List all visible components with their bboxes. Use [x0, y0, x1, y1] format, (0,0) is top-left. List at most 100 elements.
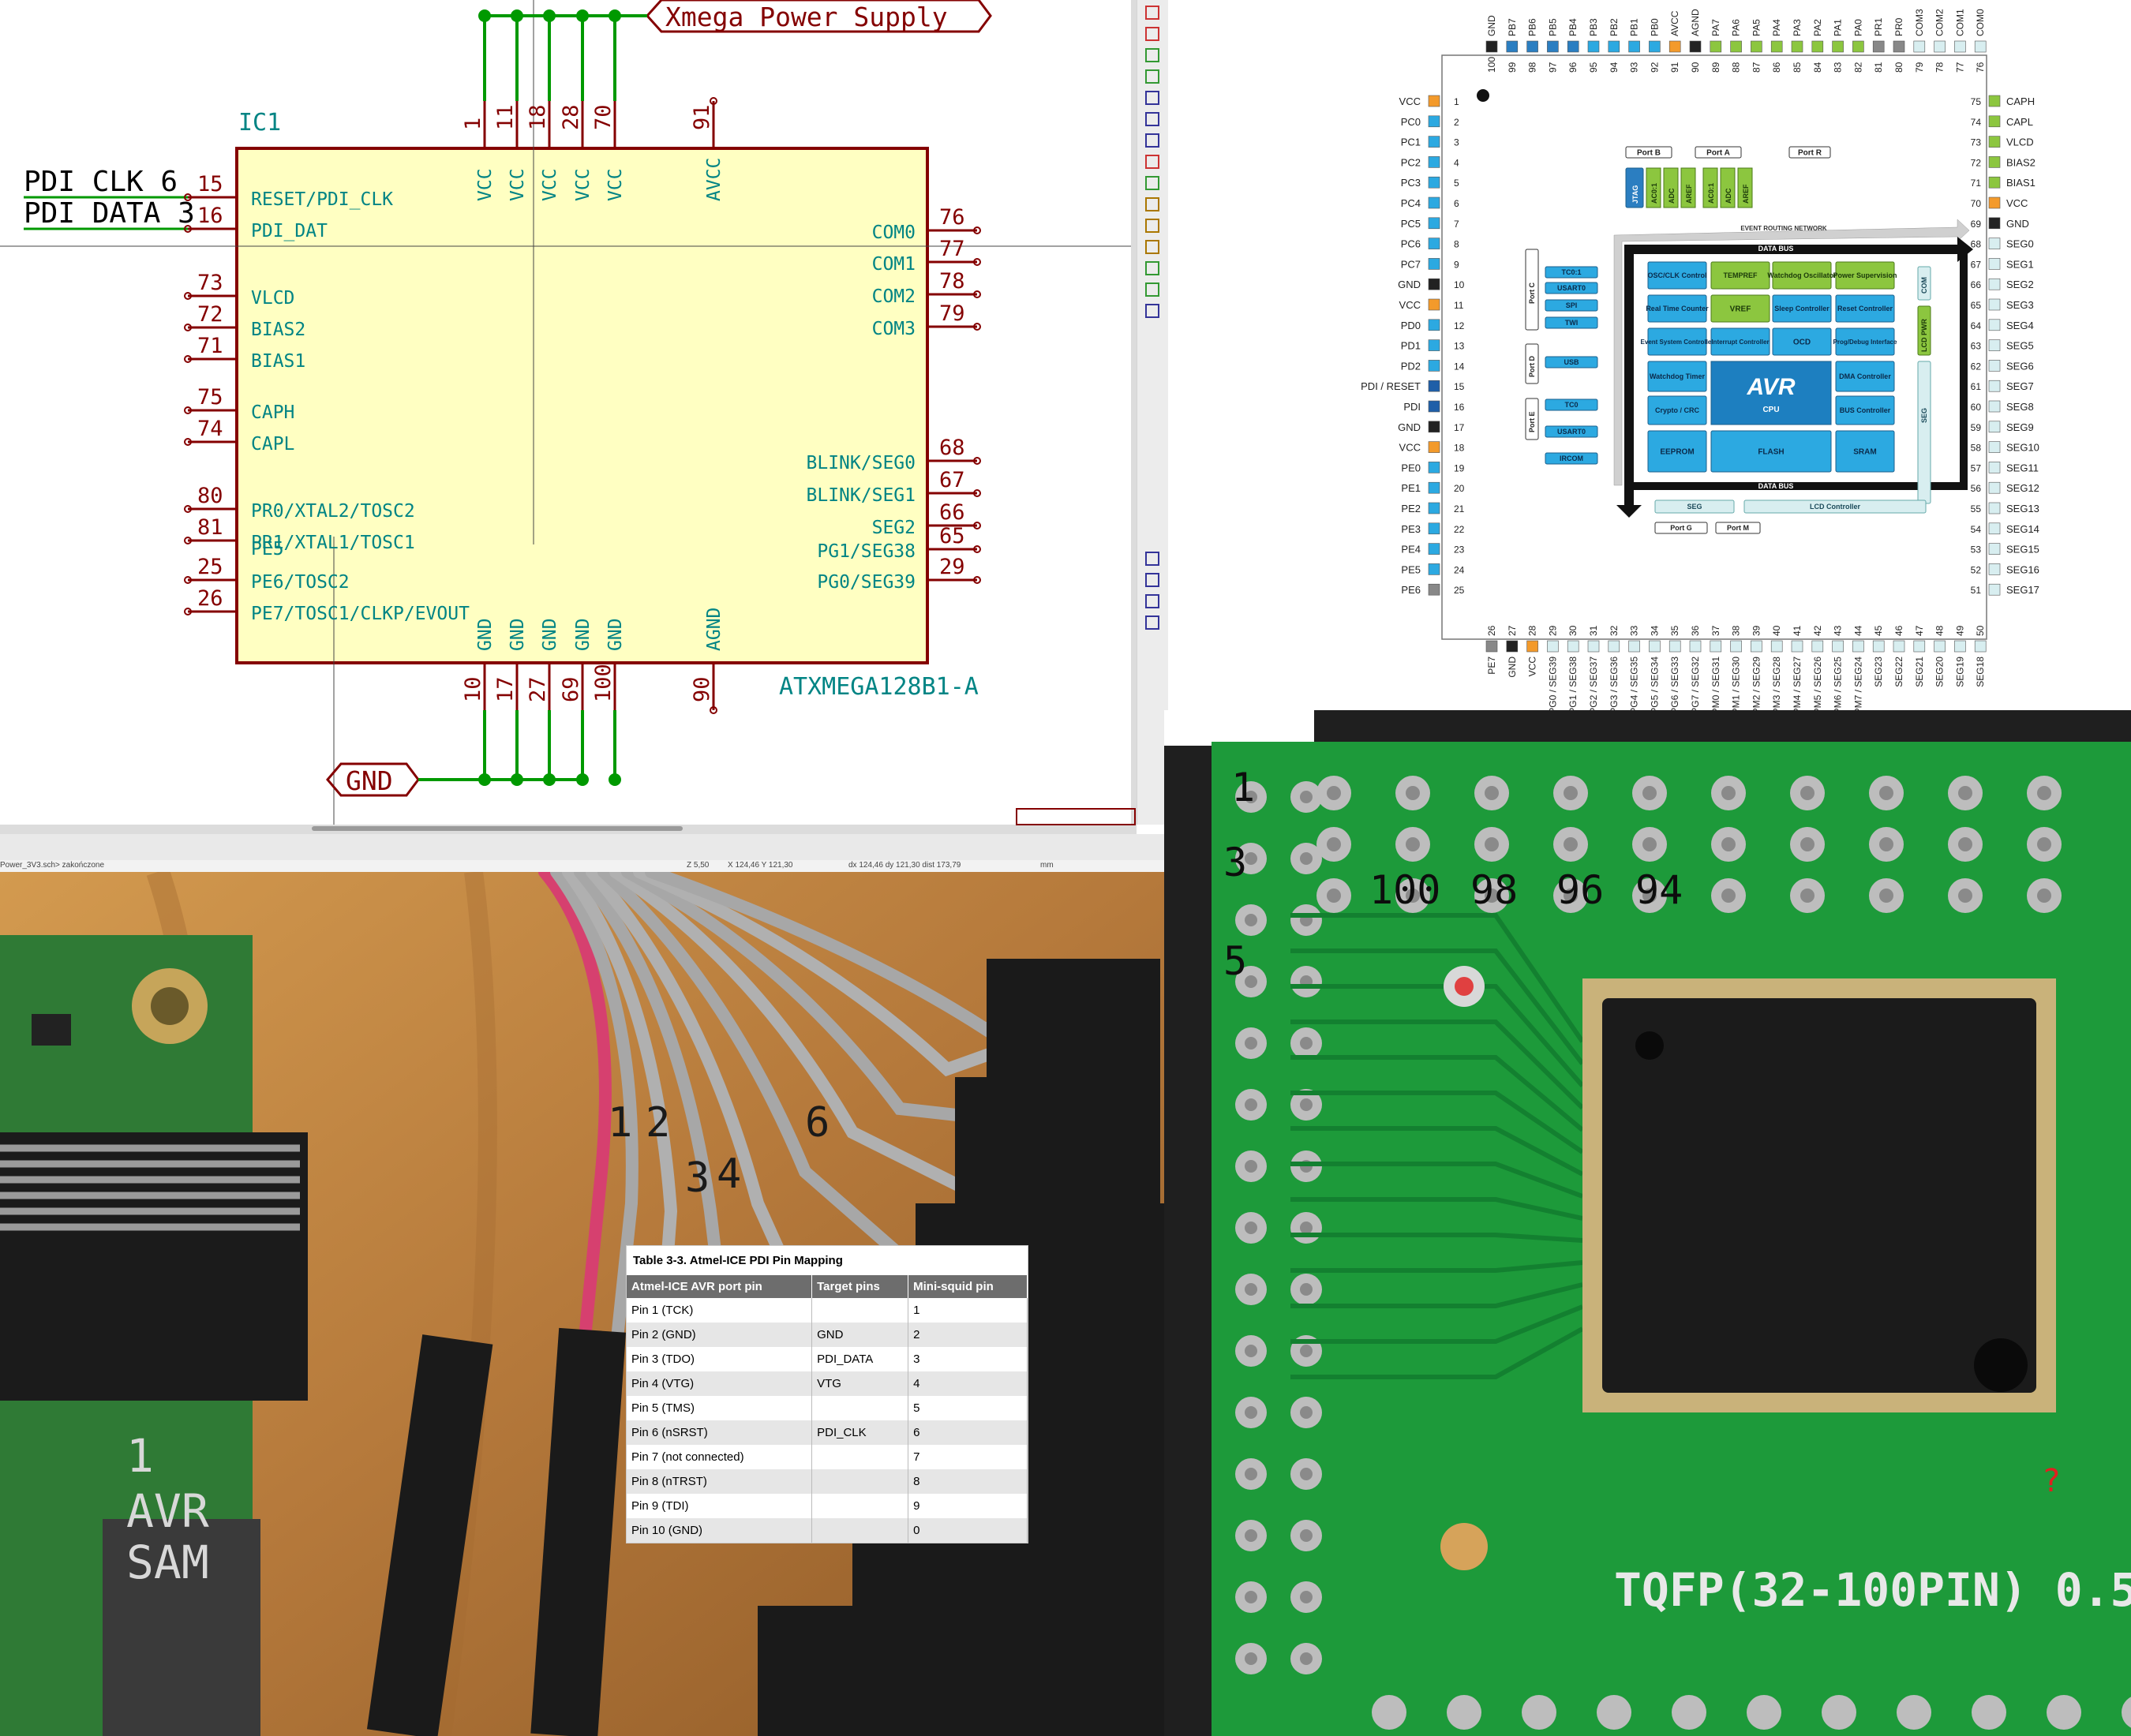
- pin-name[interactable]: VLCD: [251, 288, 294, 309]
- pin-number: 57: [1971, 462, 1982, 473]
- pin-name[interactable]: BIAS1: [251, 351, 305, 372]
- pin-number: 7: [1454, 219, 1459, 230]
- pin-number: 58: [1971, 443, 1982, 454]
- pin-name[interactable]: AGND: [704, 608, 725, 651]
- pin-name[interactable]: VCC: [573, 168, 594, 201]
- pin-pad: [1852, 40, 1864, 53]
- pin-name[interactable]: PE6/TOSC2: [251, 572, 350, 593]
- pin-label: PM4 / SEG27: [1792, 657, 1803, 710]
- pin-name[interactable]: PR1/XTAL1/TOSC1: [251, 533, 415, 553]
- pin-number: 17: [493, 676, 518, 702]
- table-cell: [811, 1396, 909, 1420]
- pin-label: COM2: [1934, 9, 1946, 36]
- pin-pad: [1988, 380, 2001, 392]
- pin-pad: [1811, 40, 1824, 53]
- pin-number: 4: [1454, 157, 1459, 168]
- toolbar-tool-icon[interactable]: [1145, 27, 1159, 41]
- pin-name[interactable]: COM0: [872, 223, 916, 243]
- toolbar-tool-icon[interactable]: [1145, 594, 1159, 608]
- pin-name[interactable]: VCC: [507, 168, 528, 201]
- pin-number: 89: [1710, 62, 1721, 73]
- vref-block-label: VREF: [1730, 305, 1751, 314]
- board-pin1-label: 1: [126, 1429, 154, 1483]
- pin-name[interactable]: BLINK/SEG0: [807, 453, 916, 473]
- toolbar-tool-icon[interactable]: [1145, 112, 1159, 126]
- power-sup-block-label: Power Supervision: [1833, 271, 1897, 279]
- toolbar-tool-icon[interactable]: [1145, 304, 1159, 318]
- pin-label: PG7 / SEG32: [1690, 657, 1701, 710]
- pin-number: 96: [1567, 62, 1579, 73]
- peripheral-block-label: TC0:1: [1561, 268, 1581, 276]
- pin-name[interactable]: GND: [507, 618, 528, 651]
- pin-name[interactable]: COM3: [872, 319, 916, 339]
- scrollbar-thumb[interactable]: [312, 826, 683, 831]
- toolbar-tool-icon[interactable]: [1145, 219, 1159, 233]
- pin-name[interactable]: CAPL: [251, 434, 294, 455]
- toolbar-tool-icon[interactable]: [1145, 6, 1159, 20]
- toolbar-tool-icon[interactable]: [1145, 176, 1159, 190]
- pin-name[interactable]: VCC: [540, 168, 560, 201]
- pin-name[interactable]: VCC: [605, 168, 626, 201]
- pin-number: 43: [1833, 625, 1844, 636]
- pin-name[interactable]: BIAS2: [251, 320, 305, 340]
- ic-body[interactable]: [235, 147, 929, 664]
- pin-name[interactable]: RESET/PDI_CLK: [251, 189, 393, 210]
- pin-name[interactable]: BLINK/SEG1: [807, 485, 916, 506]
- data-bus-label: DATA BUS: [1758, 245, 1794, 253]
- pin-pad: [1649, 640, 1661, 653]
- toolbar-tool-icon[interactable]: [1145, 48, 1159, 62]
- table-cell: PDI_CLK: [811, 1420, 909, 1445]
- toolbar-tool-icon[interactable]: [1145, 240, 1159, 254]
- pin-name[interactable]: SEG2: [872, 518, 916, 538]
- pin-pad: [1988, 176, 2001, 189]
- port-e-label: Port E: [1528, 411, 1536, 432]
- table-header: Atmel-ICE AVR port pin: [627, 1275, 813, 1298]
- pin-number: 60: [1971, 402, 1982, 413]
- pin-name[interactable]: PG0/SEG39: [817, 572, 916, 593]
- pin-name[interactable]: GND: [540, 618, 560, 651]
- pin-name[interactable]: GND: [605, 618, 626, 651]
- pin-name[interactable]: AVCC: [704, 158, 725, 201]
- toolbar-tool-icon[interactable]: [1145, 197, 1159, 211]
- pin-number: 26: [197, 586, 223, 611]
- pin-name[interactable]: COM1: [872, 254, 916, 275]
- ocd-block: [1772, 327, 1832, 356]
- pin-number: 72: [197, 302, 223, 327]
- pin-name[interactable]: PE7/TOSC1/CLKP/EVOUT: [251, 604, 470, 624]
- toolbar-tool-icon[interactable]: [1145, 91, 1159, 105]
- pin-name[interactable]: PR0/XTAL2/TOSC2: [251, 501, 415, 522]
- rtc-block-label: Real Time Counter: [1646, 305, 1709, 312]
- pin-name[interactable]: GND: [573, 618, 594, 651]
- pin-name[interactable]: COM2: [872, 286, 916, 307]
- schematic-canvas[interactable]: IC1ATXMEGA128B1-AXmega_Power_SupplyGNDPD…: [0, 0, 1168, 860]
- vertical-scrollbar[interactable]: [1131, 0, 1137, 825]
- qfp-chip: [1582, 978, 2056, 1412]
- toolbar-tool-icon[interactable]: [1145, 282, 1159, 297]
- pin-label: PG4 / SEG35: [1629, 657, 1640, 710]
- power-net-flag[interactable]: [645, 0, 992, 33]
- table-cell: PDI_DATA: [811, 1347, 909, 1371]
- pin-name[interactable]: PG1/SEG38: [817, 541, 916, 562]
- pin-pad: [1428, 278, 1440, 290]
- toolbar-tool-icon[interactable]: [1145, 69, 1159, 84]
- toolbar-tool-icon[interactable]: [1145, 155, 1159, 169]
- pin-label: SEG7: [2006, 380, 2034, 392]
- toolbar-tool-icon[interactable]: [1145, 552, 1159, 566]
- pin-name[interactable]: CAPH: [251, 402, 294, 423]
- toolbar-tool-icon[interactable]: [1145, 615, 1159, 630]
- table-cell: Pin 6 (nSRST): [627, 1420, 813, 1445]
- prog-debug-block: [1835, 327, 1895, 356]
- pin-number: 91: [690, 104, 714, 130]
- pin-name[interactable]: VCC: [475, 168, 496, 201]
- pin-name[interactable]: PDI_DAT: [251, 221, 328, 241]
- pin-pad: [1428, 238, 1440, 249]
- pin-label: BIAS1: [2006, 177, 2035, 189]
- pin-name[interactable]: GND: [475, 618, 496, 651]
- toolbar-tool-icon[interactable]: [1145, 573, 1159, 587]
- pin-pad: [1428, 298, 1440, 311]
- toolbar-tool-icon[interactable]: [1145, 261, 1159, 275]
- toolbar-tool-icon[interactable]: [1145, 133, 1159, 148]
